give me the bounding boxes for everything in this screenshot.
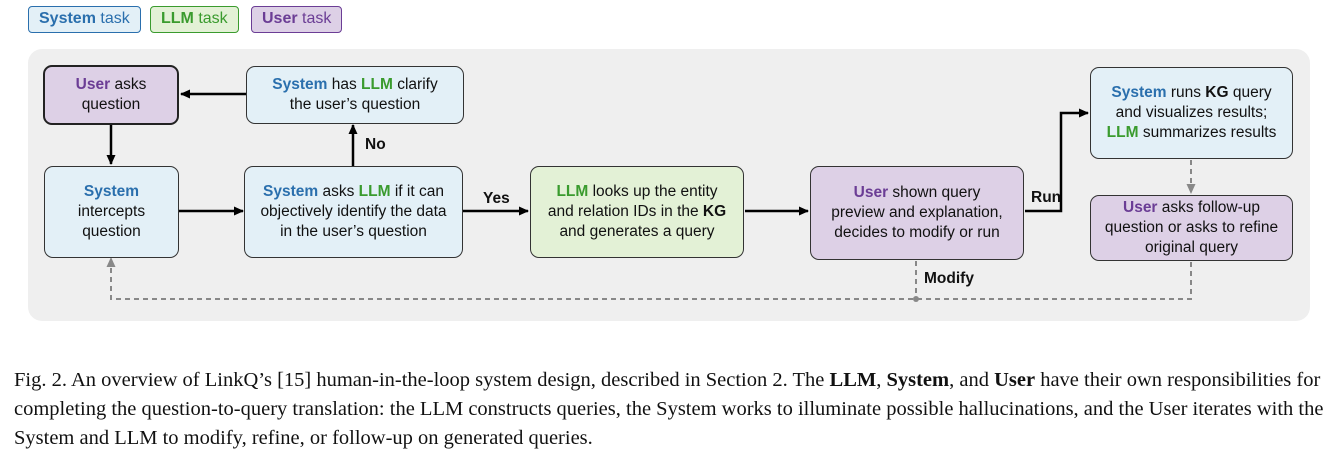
caption-part-1: Fig. 2. An overview of LinkQ’s [15] huma… xyxy=(14,369,830,391)
node-runs-b1: System xyxy=(1111,84,1167,101)
node-intercepts-b1: System xyxy=(83,183,140,200)
edge-label-no: No xyxy=(365,136,386,153)
node-asks-t1: asks xyxy=(318,183,359,200)
node-runs-t2: query xyxy=(1228,84,1272,101)
edge-label-yes: Yes xyxy=(483,190,510,207)
node-lookup-t3: and generates a query xyxy=(559,223,715,240)
legend-llm-rest: task xyxy=(193,10,228,27)
node-followup-t1: asks follow-up xyxy=(1157,199,1260,216)
node-intercepts-t2: intercepts xyxy=(77,203,146,220)
node-runs-t4: summarizes results xyxy=(1138,124,1277,141)
node-system-clarify: System has LLM clarify the user’s questi… xyxy=(246,66,464,124)
caption-bold-system: System xyxy=(886,369,950,391)
node-followup-b1: User xyxy=(1123,199,1158,216)
node-preview-t3: decides to modify or run xyxy=(834,224,1000,241)
node-runs-t1: runs xyxy=(1166,84,1206,101)
caption-part-4: have their own responsibilities for comp… xyxy=(14,369,1324,449)
node-lookup-t1: looks up the entity xyxy=(588,183,718,200)
node-clarify-b2: LLM xyxy=(361,76,393,93)
node-user-preview: User shown query preview and explanation… xyxy=(810,166,1024,260)
legend-llm-task: LLM task xyxy=(150,6,239,33)
caption-part-2: , xyxy=(876,369,887,391)
caption-bold-llm: LLM xyxy=(829,369,877,391)
node-preview-t2: preview and explanation, xyxy=(831,204,1003,221)
node-lookup-b1: LLM xyxy=(556,183,589,200)
caption-bold-user: User xyxy=(994,369,1036,391)
node-clarify-t3: the user’s question xyxy=(289,96,421,113)
legend-user-task: User task xyxy=(251,6,343,33)
edge-label-modify: Modify xyxy=(924,270,974,287)
node-lookup-t2: and relation IDs in the xyxy=(547,203,703,220)
node-system-intercepts: System intercepts question xyxy=(44,166,179,258)
legend-user-bold: User xyxy=(262,10,298,27)
node-asks-b2: LLM xyxy=(358,183,391,200)
legend-llm-bold: LLM xyxy=(161,10,194,27)
loop-junction-dot xyxy=(913,296,919,302)
node-user-asks-b1: User xyxy=(75,76,111,93)
node-clarify-t1: has xyxy=(327,76,362,93)
node-preview-t1: shown query xyxy=(888,184,981,201)
legend-system-rest: task xyxy=(95,10,130,27)
node-followup-t2: question or asks to refine xyxy=(1104,219,1279,236)
legend-system-bold: System xyxy=(39,10,96,27)
node-intercepts-t3: question xyxy=(82,223,141,240)
caption-part-3: , and xyxy=(949,369,995,391)
node-lookup-b2: KG xyxy=(702,203,727,220)
node-clarify-t2: clarify xyxy=(392,76,438,93)
node-clarify-b1: System xyxy=(272,76,328,93)
node-user-asks-t1: asks xyxy=(110,76,147,93)
node-asks-t2: if it can xyxy=(390,183,444,200)
node-runs-b3: LLM xyxy=(1106,124,1139,141)
node-user-asks-t2: question xyxy=(81,96,141,113)
node-llm-lookup: LLM looks up the entity and relation IDs… xyxy=(530,166,744,258)
node-asks-t3: objectively identify the data xyxy=(260,203,447,220)
node-runs-t3: and visualizes results; xyxy=(1115,104,1268,121)
node-followup-t3: original query xyxy=(1144,239,1239,256)
node-user-asks-question: User asks question xyxy=(43,65,179,125)
node-asks-t4: in the user’s question xyxy=(280,223,427,240)
edge-label-run: Run xyxy=(1031,189,1062,206)
legend-user-rest: task xyxy=(297,10,332,27)
node-system-runs-query: System runs KG query and visualizes resu… xyxy=(1090,67,1293,159)
node-user-followup: User asks follow-up question or asks to … xyxy=(1090,195,1293,261)
legend-system-task: System task xyxy=(28,6,141,33)
figure-caption: Fig. 2. An overview of LinkQ’s [15] huma… xyxy=(14,366,1324,453)
node-asks-b1: System xyxy=(263,183,319,200)
node-runs-b2: KG xyxy=(1205,84,1229,101)
node-system-asks-llm: System asks LLM if it can objectively id… xyxy=(244,166,463,258)
node-preview-b1: User xyxy=(853,184,889,201)
arrow-followup-loop xyxy=(106,257,1192,300)
arrow-run xyxy=(1025,108,1089,213)
